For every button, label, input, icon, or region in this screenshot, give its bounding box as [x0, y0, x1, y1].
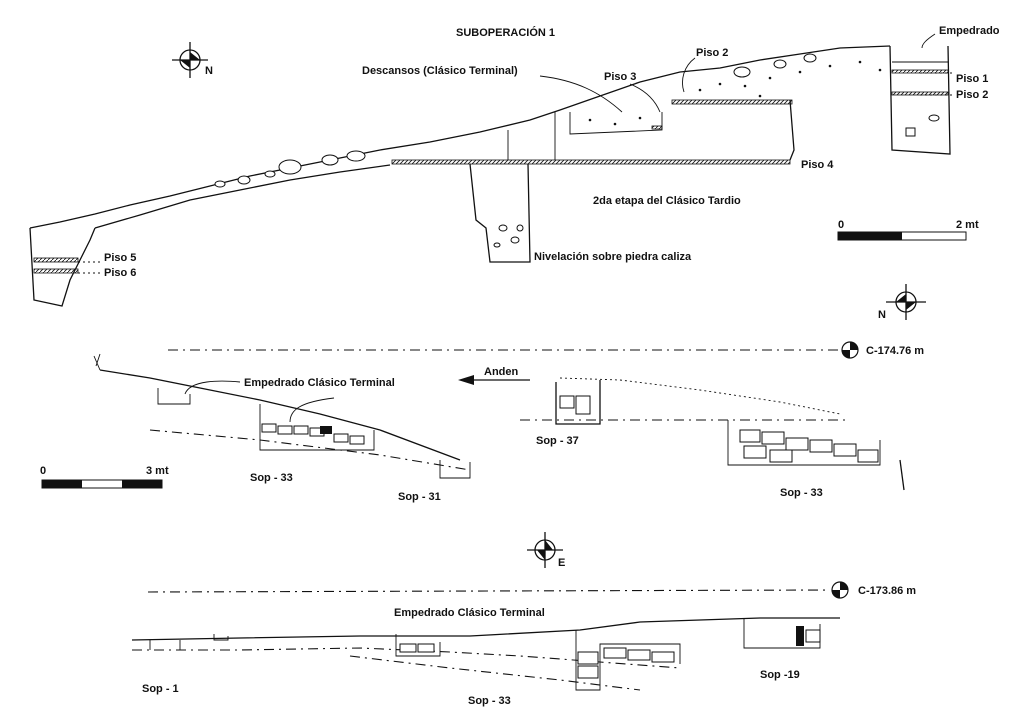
section-3-compass-label: E	[558, 557, 565, 569]
datum-2-label: C-174.76 m	[866, 345, 924, 357]
section-2-compass-label: N	[878, 309, 886, 321]
empedrado-label: Empedrado	[939, 25, 1000, 37]
anden-label: Anden	[484, 366, 519, 378]
piso-2-right-label: Piso 2	[956, 89, 988, 101]
datum-line-3	[147, 589, 831, 593]
rubble-fill	[588, 60, 882, 126]
section-3-profile: E C-173.86 m Empedrado Clásico Terminal …	[131, 532, 916, 707]
left-trench	[29, 227, 100, 307]
sop-1-label: Sop - 1	[142, 683, 179, 695]
piso-3-label: Piso 3	[604, 71, 636, 83]
scale-1-end: 2 mt	[956, 219, 979, 231]
piso-4-label: Piso 4	[801, 159, 834, 171]
sop-37-label: Sop - 37	[536, 435, 579, 447]
section-1-title: SUBOPERACIÓN 1	[456, 26, 555, 39]
right-trench	[789, 45, 954, 161]
section-2-profile: N C-174.76 m Empedrado Clásico Terminal	[40, 284, 926, 503]
sop-33-label: Sop - 33	[468, 695, 511, 707]
piso-2-top-label: Piso 2	[696, 47, 728, 59]
scale-1-start: 0	[838, 219, 844, 231]
nivelacion-pit	[469, 163, 531, 263]
stone-wall-right	[739, 429, 879, 463]
datum-3-label: C-173.86 m	[858, 585, 916, 597]
section-1-compass-label: N	[205, 65, 213, 77]
stone-wall-sop33	[577, 647, 675, 679]
east-compass-icon	[527, 532, 563, 568]
sop-33-right-label: Sop - 33	[780, 487, 823, 499]
section-2-empedrado-label: Empedrado Clásico Terminal	[244, 377, 395, 389]
nivelacion-label: Nivelación sobre piedra caliza	[534, 251, 692, 263]
anden-arrow-icon	[458, 375, 474, 385]
piso-6-label: Piso 6	[104, 267, 136, 279]
surface-stones	[214, 53, 817, 188]
scale-2-end: 3 mt	[146, 465, 169, 477]
scale-bar-2	[41, 479, 163, 489]
piso-2-floor	[671, 99, 793, 105]
descansos-label: Descansos (Clásico Terminal)	[362, 65, 518, 77]
piso-5-label: Piso 5	[104, 252, 136, 264]
north-compass-icon	[172, 42, 208, 78]
north-compass-icon-2	[886, 284, 926, 320]
sop-31-label: Sop - 31	[398, 491, 441, 503]
sop-33-left-label: Sop - 33	[250, 472, 293, 484]
datum-marker-icon-3	[831, 581, 849, 599]
empedrado-stones-left	[261, 423, 365, 445]
etapa-label: 2da etapa del Clásico Tardio	[593, 195, 741, 207]
section-1-profile: SUBOPERACIÓN 1 N	[29, 25, 1000, 307]
scale-2-start: 0	[40, 465, 46, 477]
section-3-empedrado-label: Empedrado Clásico Terminal	[394, 607, 545, 619]
piso-1-label: Piso 1	[956, 73, 988, 85]
sop-19-label: Sop -19	[760, 669, 800, 681]
piso-4-floor	[391, 159, 791, 165]
ground-surface-line	[29, 45, 891, 229]
datum-marker-icon	[841, 341, 859, 359]
scale-bar-1	[837, 231, 967, 241]
